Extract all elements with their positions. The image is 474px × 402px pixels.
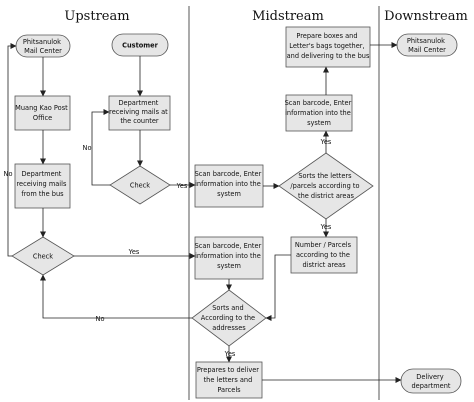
edge-sort-addresses-no: [40, 274, 192, 319]
edge-label-no-counter: No: [83, 144, 92, 152]
department-bus-node: Department receiving mails from the bus: [14, 163, 71, 209]
muang-kao-post-office-label: Muang Kao Post Office: [15, 104, 70, 122]
prepares-deliver-node: Prepares to deliver the letters and Parc…: [195, 361, 263, 399]
lane-title-downstream: Downstream: [384, 9, 468, 24]
number-parcels-label: Number / Parcels according to the distri…: [295, 241, 353, 269]
sort-addresses-decision: Sorts and According to the addresses: [191, 289, 267, 347]
department-bus-label: Department receiving mails from the bus: [16, 170, 68, 198]
edge-label-no-bus: No: [4, 170, 13, 178]
scan-barcode-1-label: Scan barcode, Enter information into the…: [195, 170, 264, 198]
prepares-deliver-label: Prepares to deliver the letters and Parc…: [197, 366, 261, 394]
sort-addresses-label: Sorts and According to the addresses: [201, 304, 257, 332]
edge-label-yes-up: Yes: [320, 138, 332, 146]
scan-barcode-node-3: Scan barcode, Enter information into the…: [285, 94, 354, 132]
edge-check-counter-no: [91, 109, 110, 186]
lane-title-upstream: Upstream: [64, 9, 129, 24]
sort-district-label: Sorts the letters /parcels according to …: [290, 172, 361, 200]
edge-label-yes-bus: Yes: [128, 248, 140, 256]
department-counter-node: Department receiving mails at the counte…: [108, 95, 171, 131]
muang-kao-post-office-node: Muang Kao Post Office: [14, 95, 71, 131]
check-counter-decision: Check: [109, 165, 171, 205]
edge-number-parcels-to-sort-addresses: [265, 254, 291, 321]
edge-check-bus-no: [7, 43, 17, 257]
edge-label-yes-addresses: Yes: [224, 350, 236, 358]
prepare-boxes-node: Prepare boxes and Letter's bags together…: [285, 26, 371, 68]
scan-barcode-node-2: Scan barcode, Enter information into the…: [195, 236, 264, 280]
edge-label-yes-counter: Yes: [176, 182, 188, 190]
delivery-department-node: Delivery department: [400, 368, 462, 394]
prepare-boxes-label: Prepare boxes and Letter's bags together…: [287, 32, 370, 60]
check-bus-label: Check: [33, 253, 53, 261]
check-bus-decision: Check: [11, 236, 75, 276]
edge-label-yes-down: Yes: [320, 223, 332, 231]
phitsanulok-mail-center-end-label: Phitsanulok Mail Center: [407, 37, 447, 54]
lane-title-midstream: Midstream: [252, 9, 324, 24]
number-parcels-node: Number / Parcels according to the distri…: [290, 236, 358, 274]
scan-barcode-node-1: Scan barcode, Enter information into the…: [195, 164, 264, 208]
delivery-department-label: Delivery department: [411, 373, 450, 390]
customer-node: Customer: [111, 33, 169, 57]
department-counter-label: Department receiving mails at the counte…: [109, 99, 170, 125]
check-counter-label: Check: [130, 182, 150, 190]
phitsanulok-mail-center-end: Phitsanulok Mail Center: [396, 33, 458, 57]
customer-label: Customer: [122, 42, 158, 50]
edge-label-no-addresses: No: [96, 315, 105, 323]
sort-district-decision: Sorts the letters /parcels according to …: [278, 152, 374, 220]
scan-barcode-3-label: Scan barcode, Enter information into the…: [285, 99, 354, 127]
scan-barcode-2-label: Scan barcode, Enter information into the…: [195, 242, 264, 270]
phitsanulok-mail-center-start: Phitsanulok Mail Center: [15, 34, 71, 58]
phitsanulok-mail-center-start-label: Phitsanulok Mail Center: [23, 38, 63, 55]
